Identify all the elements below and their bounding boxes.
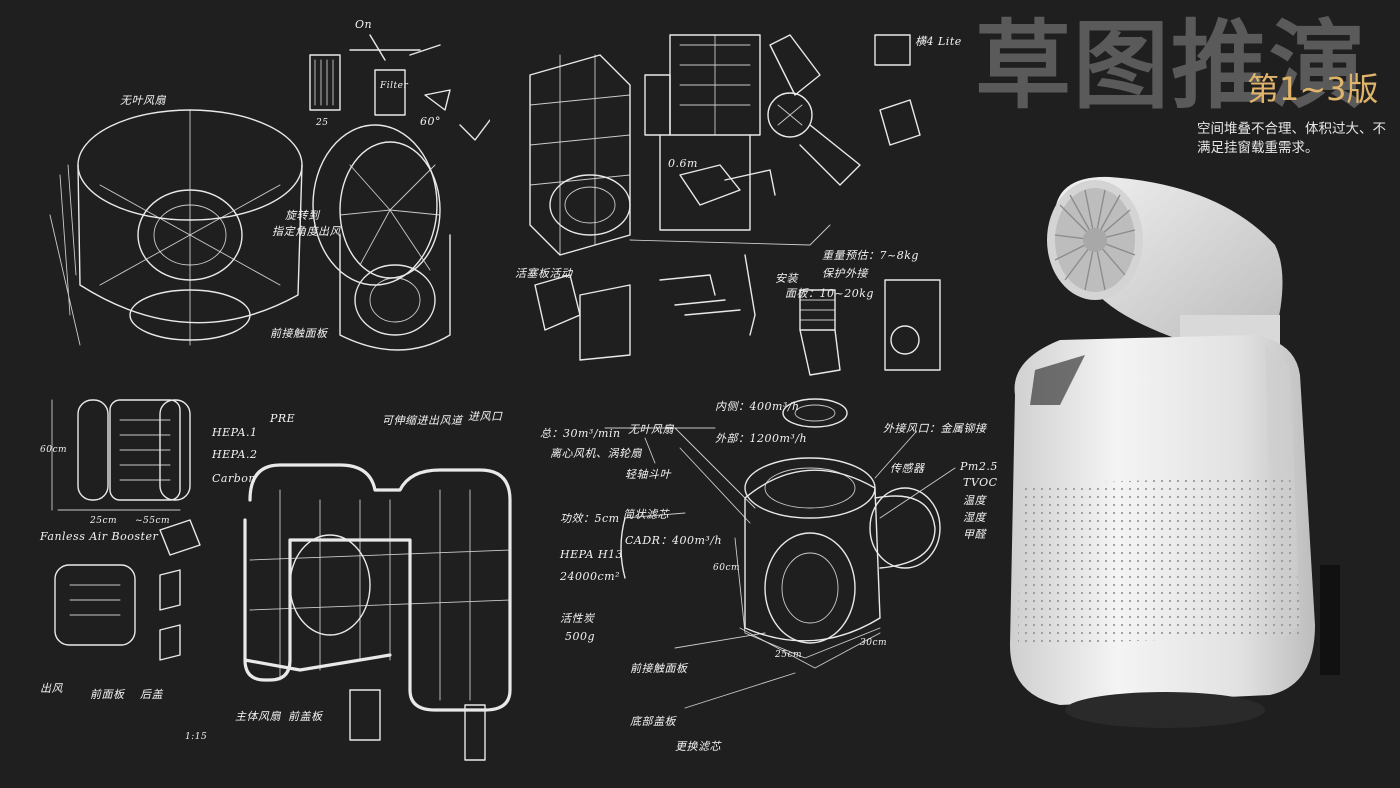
note: Filter [380, 81, 409, 91]
note: 内侧：400m³/h [715, 400, 800, 413]
note: Pm2.5 [960, 460, 998, 473]
note: 总：30m³/min [540, 427, 621, 440]
note: Carbon [212, 472, 256, 485]
sketch-drawing-top-middle [529, 34, 941, 376]
note: 进风口 [468, 410, 503, 423]
note: 横4 Lite [915, 35, 962, 48]
sketch-panel-bottom-left: PRE HEPA.1 HEPA.2 Carbon 60cm ~55cm 25cm… [40, 390, 520, 780]
note: 温度 [963, 494, 986, 507]
note: 指定角度出风 [272, 225, 341, 238]
note: 后盖 [140, 688, 163, 701]
version-label: 第1~3版 [1247, 70, 1379, 108]
note: 可伸缩进出风道 [382, 414, 463, 427]
note: 外接风口：金属铆接 [883, 422, 987, 435]
note: 传感器 [890, 462, 925, 475]
note: On [355, 18, 373, 31]
note: 前接触面板 [270, 327, 328, 340]
note: 1:15 [185, 732, 208, 742]
note: 保护外接 [822, 267, 868, 280]
note: ~55cm [135, 516, 171, 526]
note: 无叶风扇 [120, 94, 166, 107]
note: 湿度 [963, 511, 986, 524]
note: 活性炭 [560, 612, 595, 625]
note: 25cm [90, 516, 118, 526]
note: HEPA.2 [212, 448, 258, 461]
sketch-drawing-top-left [49, 34, 491, 351]
note: 前接触面板 [630, 662, 688, 675]
note: 底部盖板 [630, 715, 676, 728]
note: 外部：1200m³/h [715, 432, 808, 445]
note: 重量预估：7~8kg [822, 249, 919, 262]
note: 甲醛 [963, 528, 986, 541]
air-purifier-render [1010, 176, 1340, 728]
sketch-panel-top-middle: 0.6m 活塞板活动 重量预估：7~8kg 保护外接 安装 面板：10~20kg… [510, 15, 970, 385]
note: 旋转到 [285, 209, 320, 222]
product-render [990, 165, 1400, 745]
note: 功效：5cm [560, 512, 620, 525]
sketch-panel-top-left: 无叶风扇 旋转到 指定角度出风 前接触面板 60° On Filter 25 [40, 15, 491, 380]
note: 出风 [40, 682, 63, 695]
note: 500g [565, 630, 596, 643]
note: 安装 [775, 272, 798, 285]
note: 30cm [860, 638, 888, 648]
page-description: 空间堆叠不合理、体积过大、不满足挂窗载重需求。 [1197, 121, 1386, 156]
note: 面板：10~20kg [785, 287, 874, 300]
note: 离心风机、涡轮扇 [550, 447, 642, 460]
note: 更换滤芯 [675, 740, 721, 753]
note: 前面板 [90, 688, 125, 701]
note: 活塞板活动 [515, 267, 573, 280]
note: 60cm [713, 563, 741, 573]
sketch-drawing-bottom-left [51, 399, 512, 761]
note: 主体风扇 [235, 710, 281, 723]
page-title: 草图推演 [975, 10, 1367, 122]
note: 25cm [775, 650, 803, 660]
note: TVOC [963, 476, 998, 489]
note: 24000cm² [560, 570, 620, 583]
note: 60cm [40, 445, 68, 455]
note: 简状滤芯 [623, 508, 669, 521]
note: 轻轴斗叶 [625, 468, 671, 481]
sketch-drawing-bottom-right [604, 398, 956, 709]
note: CADR：400m³/h [625, 534, 723, 547]
note: Fanless Air Booster [40, 530, 159, 543]
note: 0.6m [668, 157, 698, 170]
note: 60° [420, 115, 441, 128]
note: HEPA.1 [212, 426, 258, 439]
note: PRE [270, 412, 296, 425]
sketch-panel-bottom-right: 总：30m³/min 无叶风扇 内侧：400m³/h 外部：1200m³/h 离… [535, 388, 1005, 783]
note: 无叶风扇 [628, 423, 674, 436]
note: 前盖板 [288, 710, 323, 723]
note: HEPA H13 [560, 548, 624, 561]
note: 25 [316, 118, 329, 128]
